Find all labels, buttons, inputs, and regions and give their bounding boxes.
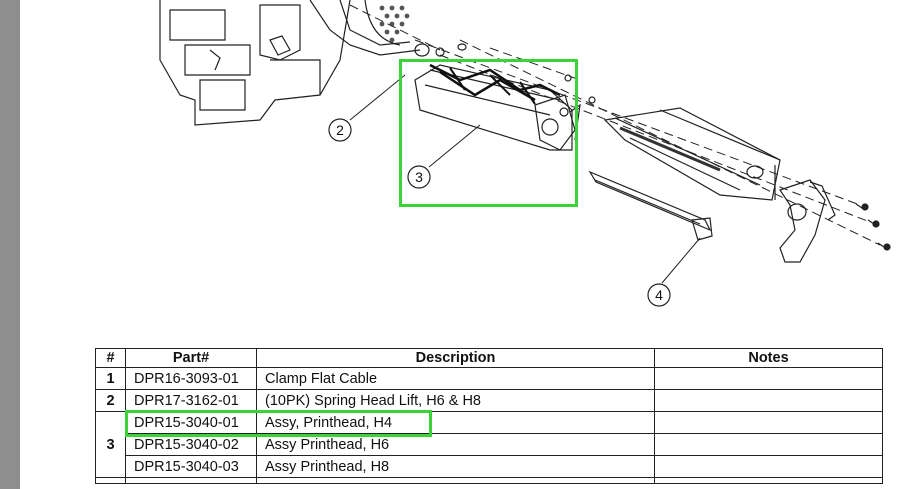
column-header-description: Description (256, 348, 655, 368)
table-row: DPR15-3040-03 Assy Printhead, H8 (96, 455, 883, 478)
exploded-parts-diagram: 2 3 4 (159, 0, 891, 307)
row-number: 3 (95, 411, 126, 478)
table-row: DPR15-3040-02 Assy Printhead, H6 (96, 433, 883, 456)
assembly-lines (349, 4, 881, 246)
platen-roller-drawing (603, 107, 781, 201)
row-number: 1 (95, 367, 126, 390)
callout-circle-3: 3 (407, 165, 431, 189)
table-header-row: # Part# Description Notes (95, 348, 883, 368)
table-row: 1 DPR16-3093-01 Clamp Flat Cable (95, 367, 883, 390)
notes-cell (654, 389, 883, 412)
viewer-gutter (0, 0, 20, 489)
notes-cell (654, 477, 883, 484)
table-row-partial (95, 477, 883, 484)
description-cell: (10PK) Spring Head Lift, H6 & H8 (256, 389, 655, 412)
notes-cell (654, 411, 883, 434)
notes-cell (654, 455, 883, 478)
table-row: 3 DPR15-3040-01 Assy, Printhead, H4 (95, 411, 883, 478)
printhead-assembly-drawing (414, 63, 581, 151)
callout-circle-4: 4 (647, 283, 671, 307)
part-number-cell: DPR17-3162-01 (125, 389, 257, 412)
part-number-cell: DPR16-3093-01 (125, 367, 257, 390)
callout-leaders (349, 74, 701, 284)
part-number-cell (125, 477, 257, 484)
description-cell: Clamp Flat Cable (256, 367, 655, 390)
description-cell: Assy Printhead, H6 (256, 433, 655, 456)
callout-circle-2: 2 (328, 118, 352, 142)
printer-frame-drawing (159, 0, 421, 126)
row-number (95, 477, 126, 484)
column-header-notes: Notes (654, 348, 883, 368)
part-number-cell: DPR15-3040-01 (125, 411, 257, 434)
description-cell (256, 477, 655, 484)
description-cell: Assy, Printhead, H4 (256, 411, 655, 434)
small-hardware (414, 43, 891, 251)
svg-text:4: 4 (655, 287, 663, 303)
svg-text:3: 3 (415, 169, 423, 185)
row-number: 2 (95, 389, 126, 412)
svg-text:2: 2 (336, 122, 344, 138)
column-header-number: # (95, 348, 126, 368)
column-header-part-number: Part# (125, 348, 257, 368)
part-number-cell: DPR15-3040-03 (125, 455, 257, 478)
head-lift-lever-drawing (779, 179, 836, 263)
notes-cell (654, 433, 883, 456)
part-number-cell: DPR15-3040-02 (125, 433, 257, 456)
table-row: 2 DPR17-3162-01 (10PK) Spring Head Lift,… (95, 389, 883, 412)
notes-cell (654, 367, 883, 390)
parts-table: # Part# Description Notes 1 DPR16-3093-0… (95, 348, 883, 484)
description-cell: Assy Printhead, H8 (256, 455, 655, 478)
printhead-strip-drawing (588, 170, 713, 241)
